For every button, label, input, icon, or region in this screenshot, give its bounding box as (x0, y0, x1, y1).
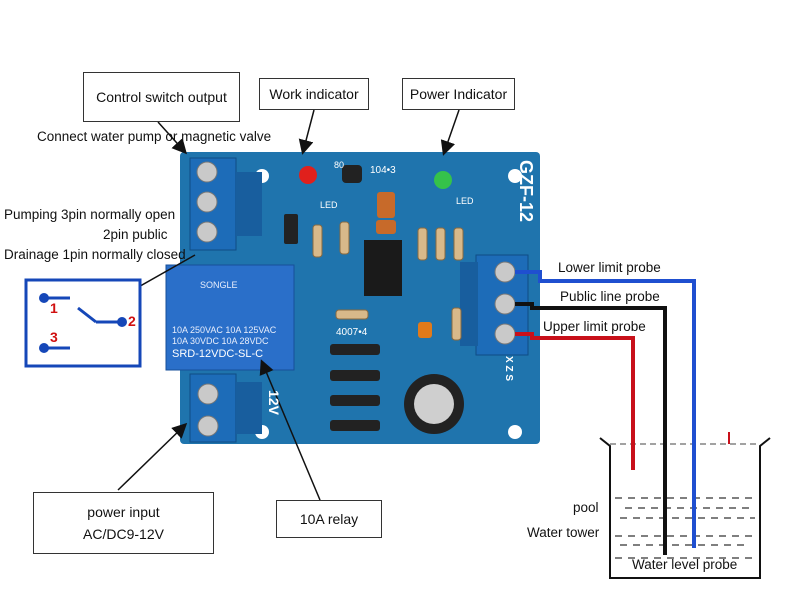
pumping-pin-label: Pumping 3pin normally open (4, 207, 176, 222)
diode-code: 4007•4 (336, 327, 368, 338)
transistor (342, 165, 362, 183)
control-switch-output-box: Control switch output (83, 72, 240, 122)
public-line-label: Public line probe (560, 289, 660, 304)
ceramic-capacitor (377, 192, 395, 218)
power-input-box: power input AC/DC9-12V (33, 492, 214, 554)
relay-body (165, 264, 295, 371)
led-label-left: LED (320, 200, 338, 210)
switch-schematic (24, 278, 142, 368)
work-indicator-box: Work indicator (259, 78, 369, 110)
water-tower-label: Water tower (527, 525, 600, 540)
water-level-probe-label: Water level probe (632, 557, 738, 572)
pin-3-label: 3 (50, 329, 58, 345)
cap-code: 104•3 (370, 165, 396, 176)
terminal-letters: X Z S (503, 356, 514, 382)
wire-public-line (515, 302, 667, 555)
transistor-code: 80 (334, 160, 345, 170)
mount-hole (508, 425, 522, 439)
pool-label: pool (573, 500, 599, 515)
board-model: GZF-12 (516, 160, 536, 223)
resistors (312, 221, 464, 341)
voltage-mark: 12V (266, 390, 282, 415)
power-terminal-block (189, 373, 262, 443)
work-led (299, 166, 317, 184)
mount-hole (508, 169, 522, 183)
water-tank (599, 437, 771, 579)
relay-box: 10A relay (276, 500, 382, 538)
wire-lower-limit (515, 270, 696, 548)
relay-model: SRD-12VDC-SL-C (172, 348, 264, 360)
pin-1-label: 1 (50, 300, 58, 316)
relay-rating-1: 10A 250VAC 10A 125VAC (172, 325, 277, 335)
led-label-right: LED (456, 196, 474, 206)
relay-rating-2: 10A 30VDC 10A 28VDC (172, 336, 269, 346)
power-led (434, 171, 452, 189)
power-indicator-box: Power Indicator (402, 78, 515, 110)
connect-pump-label: Connect water pump or magnetic valve (37, 129, 272, 144)
pointer-arrows (109, 109, 460, 501)
power-voltage-label: AC/DC9-12V (83, 526, 164, 542)
lower-limit-label: Lower limit probe (558, 260, 661, 275)
relay-brand: SONGLE (200, 280, 238, 290)
drainage-pin-label: Drainage 1pin normally closed (4, 247, 186, 262)
diodes (284, 214, 380, 431)
power-input-label: power input (87, 504, 160, 520)
ic-chip (364, 240, 402, 296)
water-lines (615, 497, 755, 559)
wire-upper-limit (515, 332, 635, 470)
ceramic-capacitor (376, 220, 396, 234)
tantalum-capacitor (418, 322, 432, 338)
output-terminal-block (189, 157, 262, 251)
public-pin-label: 2pin public (103, 227, 168, 242)
pin-2-label: 2 (128, 313, 136, 329)
upper-limit-label: Upper limit probe (543, 319, 646, 334)
